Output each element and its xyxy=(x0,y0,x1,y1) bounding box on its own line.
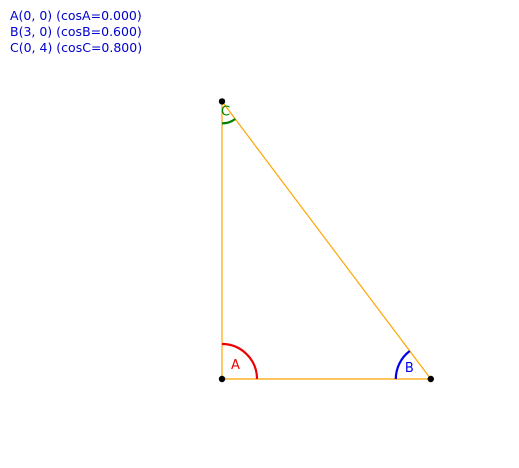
angle-label-c: C xyxy=(221,104,230,119)
angle-label-a: A xyxy=(231,358,240,373)
vertex-point-b xyxy=(427,375,434,383)
angle-arc-c xyxy=(221,118,236,125)
vertex-point-a xyxy=(218,375,226,383)
angle-arc-b xyxy=(394,350,411,380)
angle-arc-a xyxy=(221,342,259,380)
info-line-a: A(0, 0) (cosA=0.000) xyxy=(10,8,142,23)
edge-bc xyxy=(221,101,432,380)
vertex-info-panel: A(0, 0) (cosA=0.000) B(3, 0) (cosB=0.600… xyxy=(10,8,142,56)
info-line-c: C(0, 4) (cosC=0.800) xyxy=(10,40,143,55)
angle-label-b: B xyxy=(405,361,414,376)
vertex-point-c xyxy=(218,98,226,105)
info-line-b: B(3, 0) (cosB=0.600) xyxy=(10,24,142,39)
